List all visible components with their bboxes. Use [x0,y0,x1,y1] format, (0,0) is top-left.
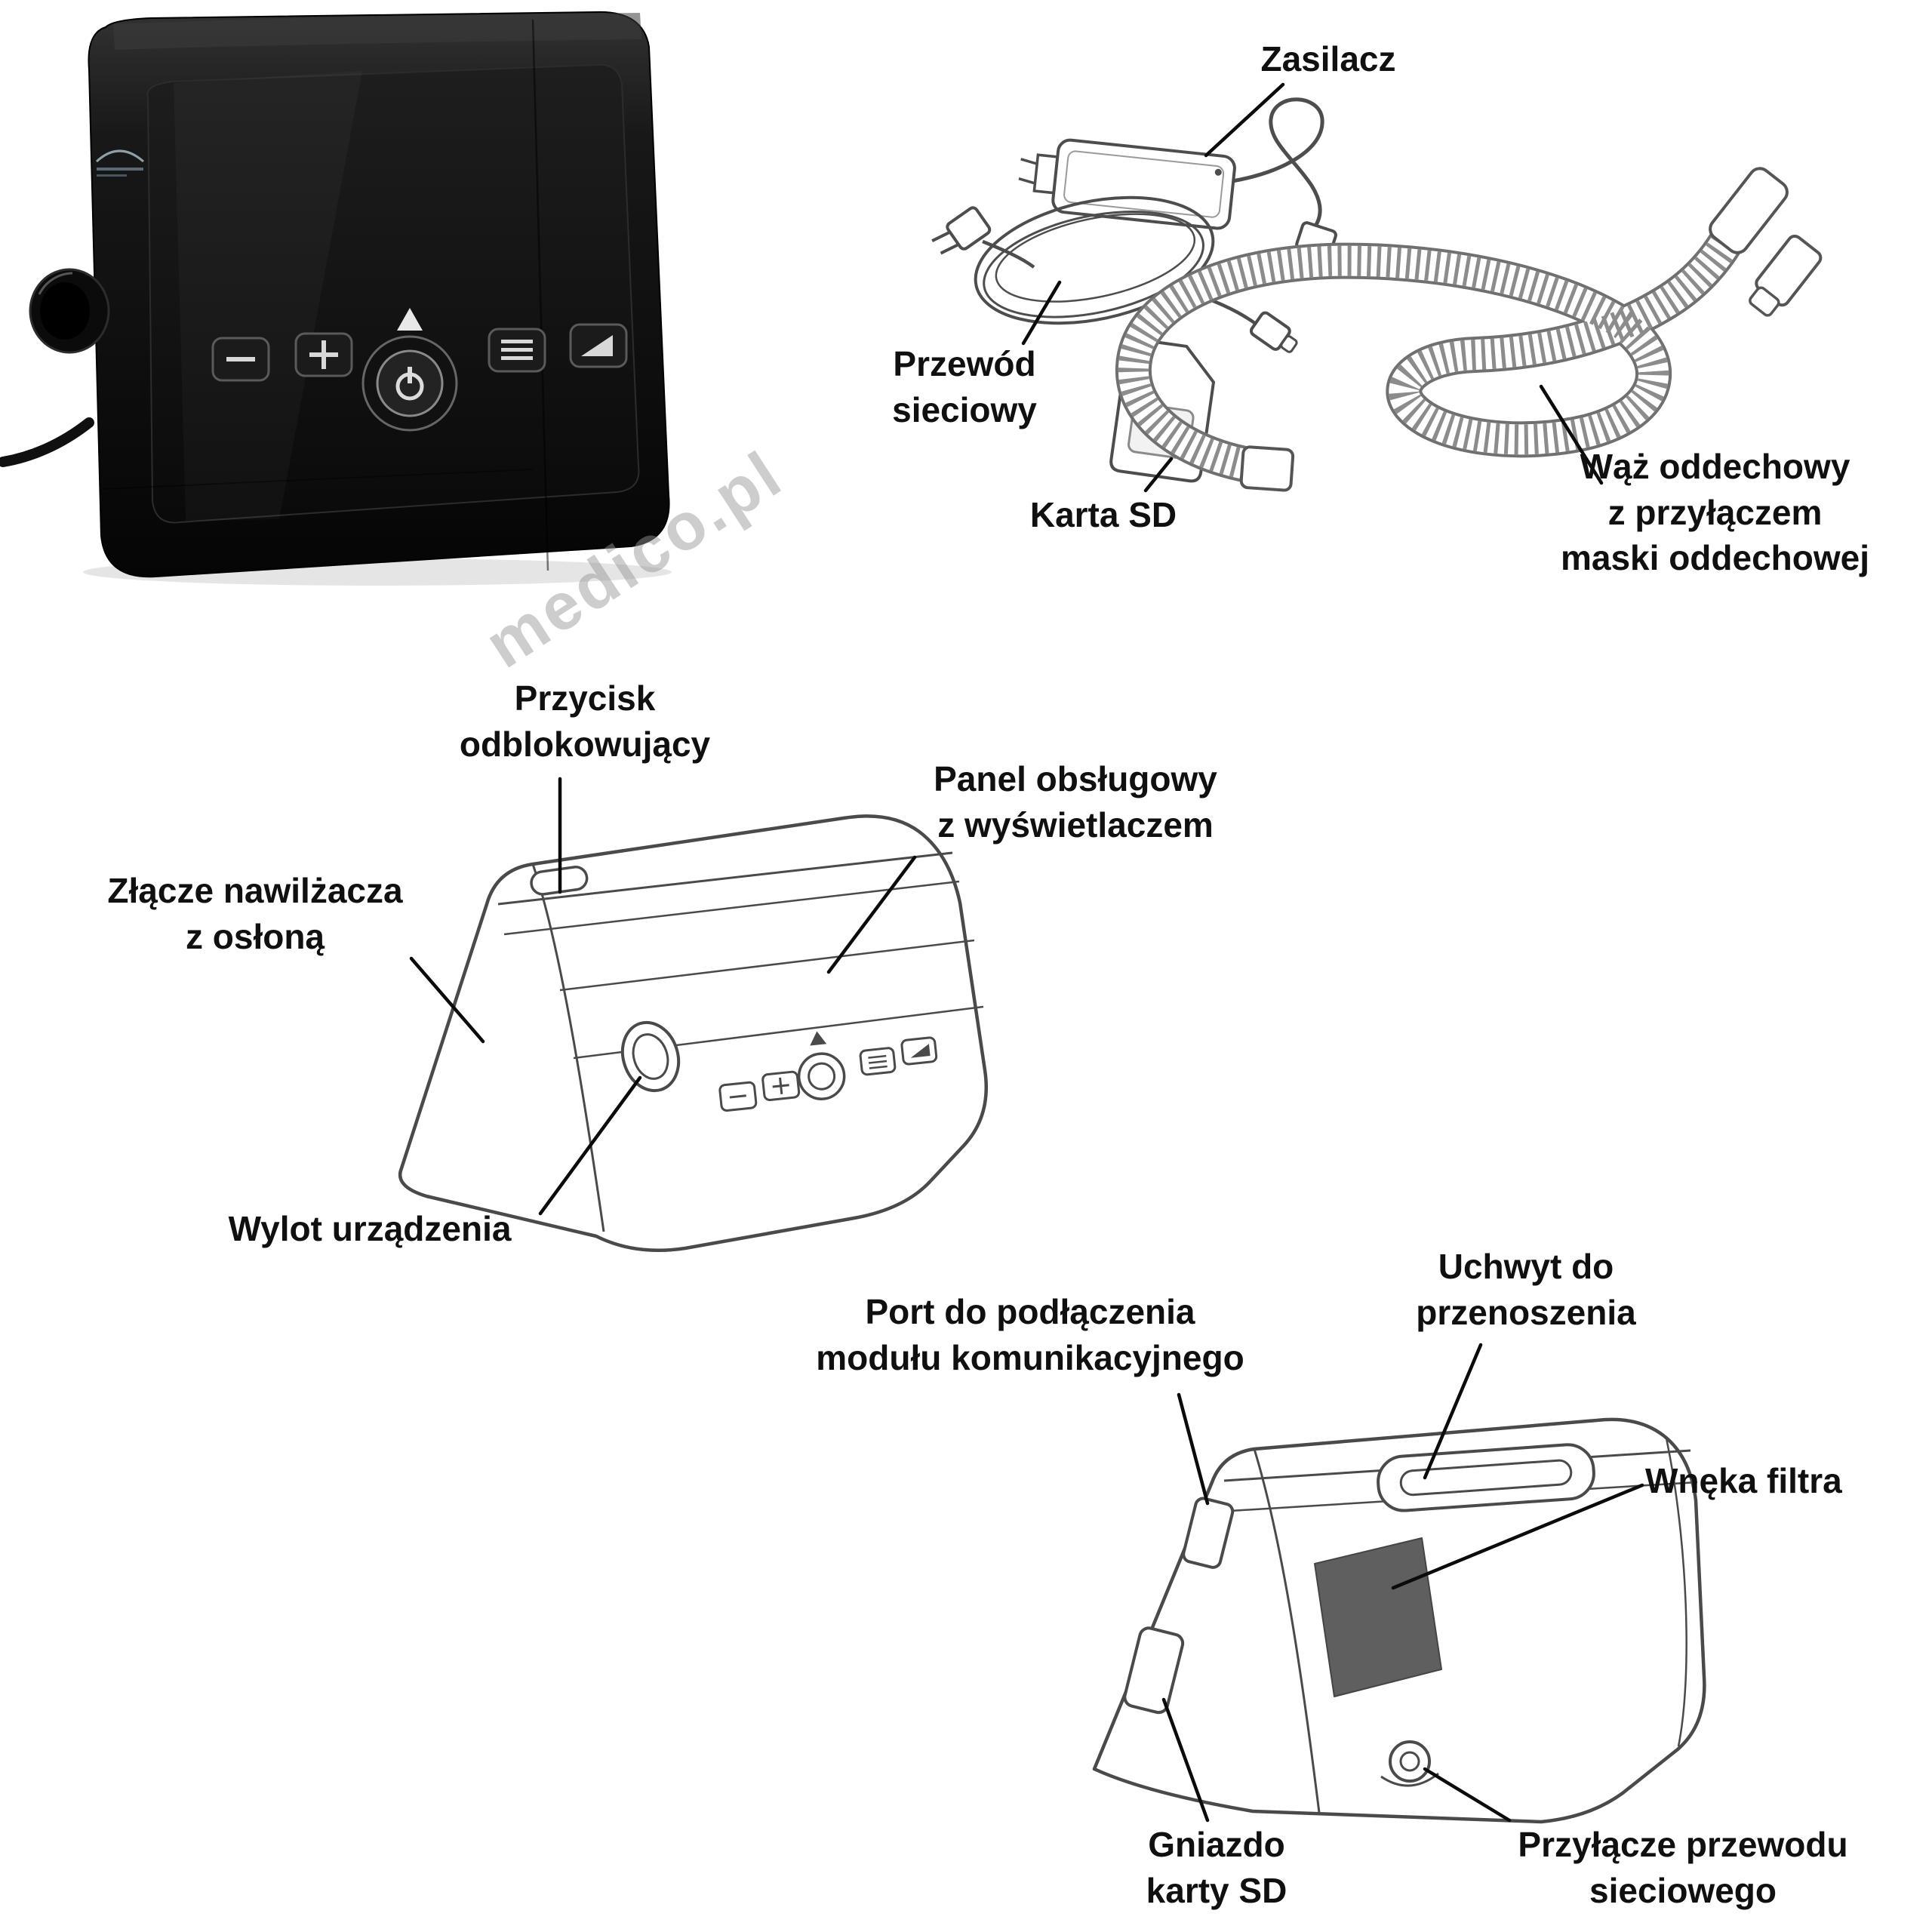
leader-lines [409,82,1644,1823]
leader-przylacze [1423,1767,1512,1823]
menu-button [488,328,546,373]
label-przewod-sieciowy: Przewód sieciowy [892,344,1037,429]
label-panel-obslugowy: Panel obsługowy z wyświetlaczem [934,759,1217,844]
cord-connector-icon [1249,311,1298,353]
label-gniazdo-karty-sd: Gniazdo karty SD [1146,1825,1287,1910]
filter-recess-drawing [1314,1537,1442,1697]
power-button [361,335,458,432]
hose-elbow [1709,167,1789,254]
label-wylot-urzadzenia: Wylot urządzenia [228,1209,512,1248]
leader-przewod [1021,280,1062,346]
leader-port [1177,1392,1210,1506]
label-przylacze-przewodu: Przyłącze przewodu sieciowego [1518,1825,1848,1910]
power-inlet-drawing [1380,1740,1439,1787]
leader-gniazdo [1161,1697,1210,1823]
label-karta-sd: Karta SD [1029,495,1177,534]
label-wneka-filtra: Wnęka filtra [1645,1461,1842,1500]
device-photo [0,11,672,586]
hose-corrugation [1118,217,1750,485]
device-outlet-drawing [620,1020,681,1093]
cord-plug-icon [931,206,992,255]
plus-button [294,332,353,377]
minus-button [211,337,270,382]
menu-icon [501,340,533,343]
side-seam [531,19,549,571]
label-uchwyt: Uchwyt do przenoszenia [1416,1247,1636,1332]
leader-zasilacz [1204,82,1285,158]
power-adapter-drawing [1018,97,1337,272]
breathing-hose-drawing [1115,167,1823,492]
leader-zlacze [409,956,485,1044]
minus-icon [226,357,255,361]
leader-uchwyt [1423,1343,1483,1480]
mask-connector [1749,234,1823,317]
label-zasilacz: Zasilacz [1260,39,1396,78]
hose-cuff-left [1239,445,1295,492]
leader-wylot [538,1075,642,1216]
device-top-edge [113,13,641,50]
brand-logo [95,149,144,177]
power-cable [0,417,94,467]
sd-slot-drawing [1123,1626,1185,1715]
front-panel [146,63,640,524]
leader-waz [1539,384,1604,485]
ramp-icon [581,335,613,356]
label-waz-oddechowy: Wąż oddechowy z przyłączem maski oddecho… [1560,447,1869,578]
device-rear-drawing [1092,1417,1706,1824]
label-przycisk-odblokowujacy: Przycisk odblokowujący [459,678,711,764]
control-panel-drawing [718,1031,938,1112]
air-outlet-photo [29,268,110,354]
ramp-button [569,323,628,368]
adapter-cable [1232,97,1324,231]
photo-controls [211,308,628,432]
leader-wneka [1391,1483,1644,1590]
leader-karta-sd [1143,457,1174,493]
power-cord-coil-drawing [931,195,1298,353]
bottom-seam [102,469,534,490]
module-port-drawing [1182,1497,1235,1569]
label-zlacze-nawilzacza: Złącze nawilżacza z osłoną [107,871,403,956]
label-port-modulu: Port do podłączenia modułu komunikacyjne… [816,1292,1244,1377]
leader-panel [826,855,917,974]
indicator-triangle-icon [397,308,423,331]
